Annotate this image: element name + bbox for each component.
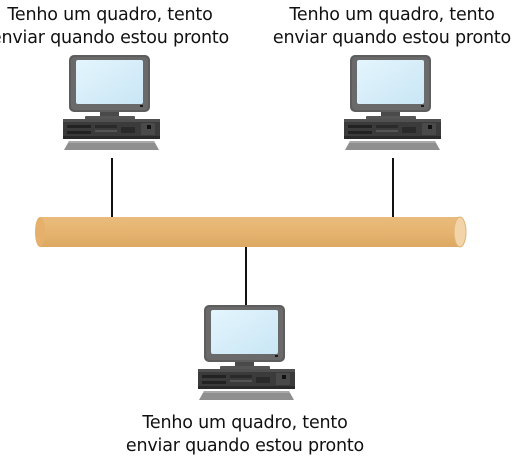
desktop-computer-icon-bottom — [198, 305, 295, 400]
caption-line: Tenho um quadro, tento — [7, 5, 213, 25]
caption-line: Tenho um quadro, tento — [142, 413, 348, 433]
node-caption-top-right: Tenho um quadro, tento enviar quando est… — [262, 4, 517, 50]
bus-cable — [35, 216, 467, 248]
desktop-computer-icon-top-left — [63, 55, 160, 150]
caption-line: enviar quando estou pronto — [125, 436, 365, 456]
node-caption-bottom: Tenho um quadro, tento enviar quando est… — [115, 412, 375, 458]
caption-line: enviar quando estou pronto — [0, 28, 230, 48]
caption-line: enviar quando estou pronto — [272, 28, 512, 48]
node-caption-top-left: Tenho um quadro, tento enviar quando est… — [0, 4, 240, 50]
desktop-computer-icon-top-right — [344, 55, 441, 150]
caption-line: Tenho um quadro, tento — [289, 5, 495, 25]
